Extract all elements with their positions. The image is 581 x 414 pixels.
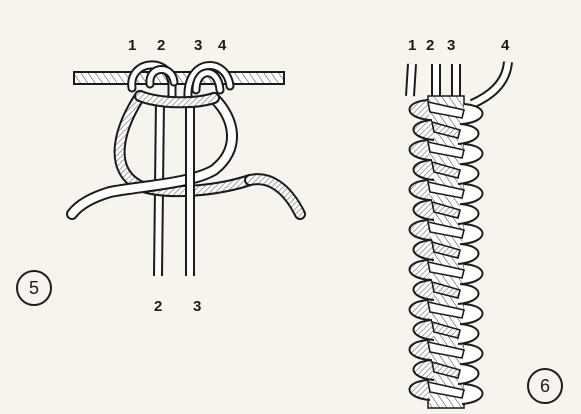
spiral-left-turn	[413, 200, 434, 220]
spiral-right-turn	[462, 144, 483, 164]
spiral-right-turn	[458, 204, 479, 224]
figure-6-drawing	[409, 62, 508, 408]
fig6-cord-label-1: 1	[408, 38, 416, 53]
figure-5-number: 5	[16, 270, 52, 306]
fig5-bottom-label-2: 2	[154, 299, 162, 314]
spiral-right-turn	[462, 224, 483, 244]
spiral-right-turn	[462, 384, 483, 404]
spiral-left-turn	[413, 280, 434, 300]
holding-rod	[74, 72, 284, 84]
fig5-cord-label-1: 1	[128, 38, 136, 53]
spiral-right-turn	[458, 324, 479, 344]
spiral-left-turn	[409, 180, 430, 200]
spiral-right-turn	[458, 244, 479, 264]
spiral-left-turn	[409, 220, 430, 240]
figure-6-number-text: 6	[540, 376, 550, 397]
fig6-cord-label-4: 4	[501, 38, 509, 53]
fig6-cord-label-3: 3	[447, 38, 455, 53]
spiral-right-turn	[458, 164, 479, 184]
spiral-left-turn	[413, 120, 434, 140]
fig5-cord-label-4: 4	[218, 38, 226, 53]
spiral-left-turn	[409, 140, 430, 160]
working-cord-1	[120, 96, 300, 214]
spiral-right-turn	[458, 124, 479, 144]
spiral-left-turn	[409, 340, 430, 360]
working-cord-4	[72, 98, 232, 214]
spiral-left-turn	[413, 360, 434, 380]
spiral-right-turn	[462, 304, 483, 324]
spiral-left-turn	[409, 260, 430, 280]
spiral-left-turn	[409, 100, 430, 120]
spiral-left-turn	[413, 160, 434, 180]
spiral-right-turn	[458, 284, 479, 304]
fig5-cord-label-3: 3	[194, 38, 202, 53]
figure-5-number-text: 5	[29, 278, 39, 299]
figure-6-number: 6	[527, 368, 563, 404]
spiral-left-turn	[413, 320, 434, 340]
spiral-right-turn	[462, 264, 483, 284]
spiral-left-turn	[409, 380, 430, 400]
spiral-right-turn	[462, 184, 483, 204]
spiral-left-turn	[409, 300, 430, 320]
spiral-right-turn	[458, 364, 479, 384]
spiral-right-turn	[462, 344, 483, 364]
fig5-bottom-label-3: 3	[193, 299, 201, 314]
figure-5-drawing	[72, 65, 300, 276]
fig5-cord-label-2: 2	[157, 38, 165, 53]
spiral-right-turn	[462, 104, 483, 124]
spiral-left-turn	[413, 240, 434, 260]
fig6-cord-label-2: 2	[426, 38, 434, 53]
